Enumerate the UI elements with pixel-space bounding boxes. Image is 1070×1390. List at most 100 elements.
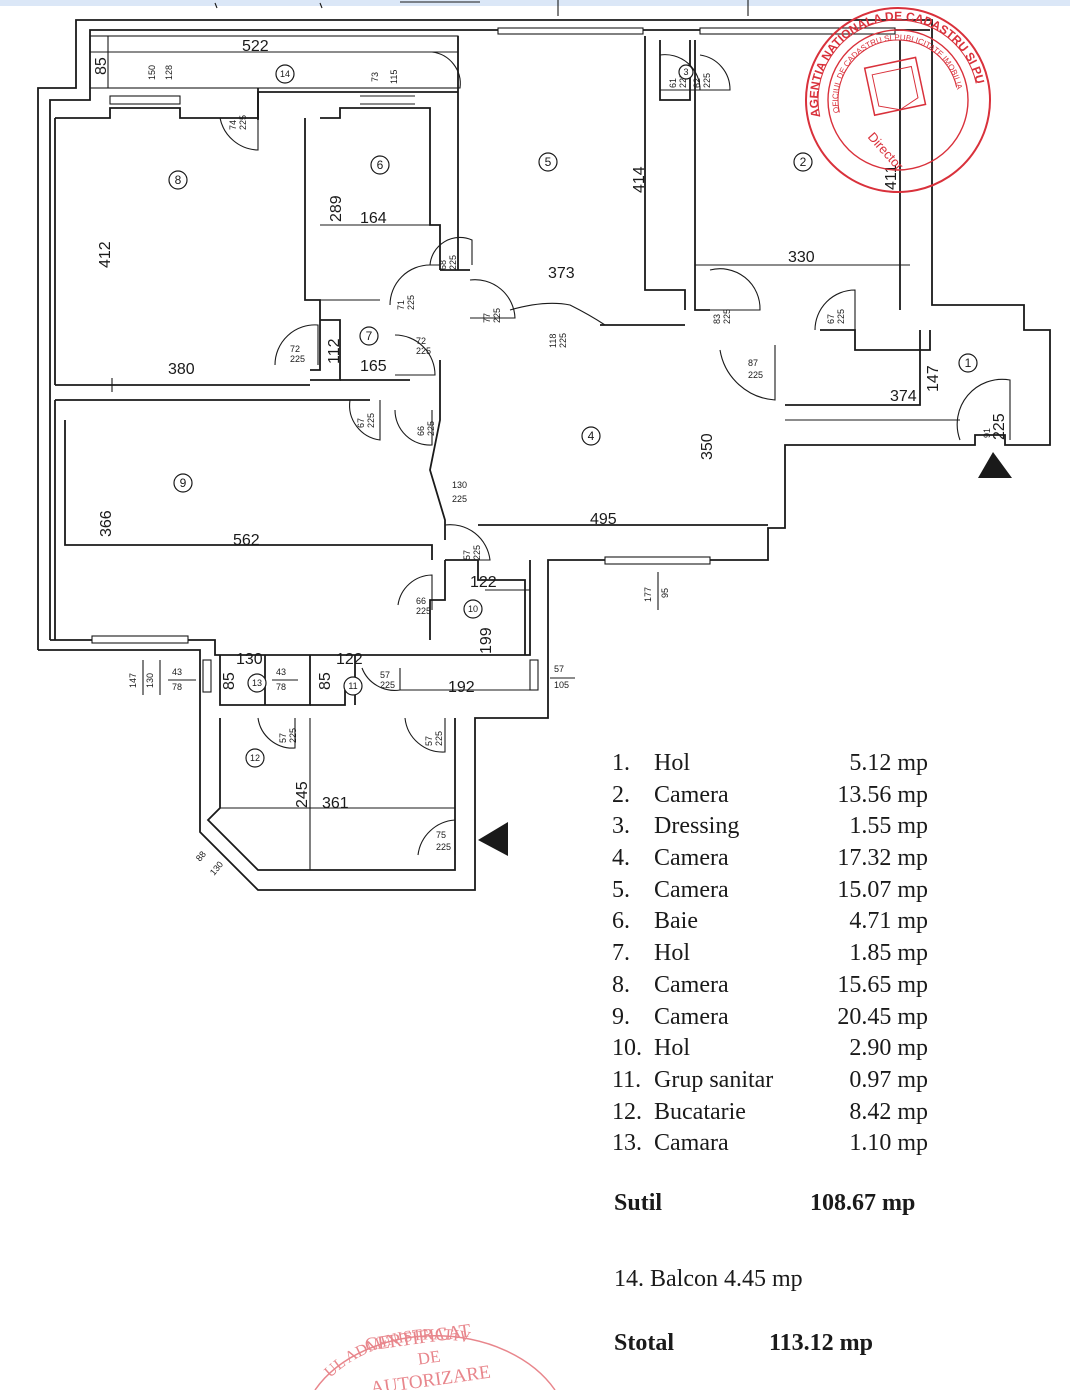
door6-w: 68 — [438, 260, 448, 270]
room-marker-10: 10 — [463, 599, 483, 619]
room-marker-2: 2 — [793, 152, 813, 172]
cadastre-stamp: AGENTIA NATIONALA DE CADASTRU SI PUBLICI… — [0, 0, 991, 290]
dim-room2-height: 411 — [883, 164, 900, 190]
svg-text:14: 14 — [280, 69, 290, 79]
dim-130b: 130 — [208, 859, 225, 877]
door9b-h: 225 — [426, 421, 436, 436]
room-marker-8: 8 — [168, 170, 188, 190]
door6-h: 225 — [448, 255, 458, 270]
door1b-h: 225 — [991, 413, 1008, 440]
dim-room9-width: 562 — [233, 532, 260, 549]
door12b-h: 225 — [434, 731, 444, 746]
door-swings — [219, 51, 1011, 856]
legend-row-area: 17.32 mp — [837, 845, 928, 872]
legend-row-number: 8. — [612, 971, 630, 998]
legend-row-area: 2.90 mp — [849, 1035, 928, 1062]
dim-room7-width: 165 — [360, 358, 387, 375]
door3b-w: 62 — [692, 78, 702, 88]
svg-text:9: 9 — [180, 476, 187, 490]
door9b-w: 66 — [416, 426, 426, 436]
door-ext-w: 75 — [436, 830, 446, 840]
door11-h: 225 — [380, 680, 395, 690]
legend-row-number: 3. — [612, 813, 630, 840]
top-bar — [0, 0, 1070, 6]
door5b-h: 225 — [492, 308, 502, 323]
dim-room1-width: 374 — [890, 388, 917, 405]
dim-78-b: 78 — [276, 682, 286, 692]
door-ext-h: 225 — [436, 842, 451, 852]
room-markers: 1 2 3 4 5 6 7 8 9 10 11 12 13 14 — [168, 64, 978, 768]
room-marker-7: 7 — [359, 326, 379, 346]
entrance-arrow-left — [478, 822, 508, 856]
dim-room8-height: 412 — [97, 241, 114, 268]
legend-row-number: 6. — [612, 908, 630, 935]
dim-85-a: 85 — [221, 672, 238, 690]
legend-row-number: 7. — [612, 940, 630, 967]
interior-walls — [54, 36, 960, 871]
door10b-h: 225 — [416, 606, 431, 616]
door12a-h: 225 — [288, 728, 298, 743]
svg-text:8: 8 — [175, 173, 182, 187]
room-marker-3: 3 — [678, 64, 694, 80]
legend-row-name: Hol — [654, 1035, 690, 1062]
dim-57: 57 — [554, 664, 564, 674]
svg-text:11: 11 — [348, 681, 357, 691]
dim-room13-width: 130 — [236, 651, 263, 668]
windows — [91, 27, 896, 693]
authorization-stamp: UL ADMINISTRATIV CERTIFICAT DE AUTORIZAR… — [314, 1320, 556, 1390]
dim-top-balcony-width: 522 — [242, 38, 269, 55]
dim-balcony-h-e: 115 — [389, 70, 399, 84]
door4main-w: 130 — [452, 480, 467, 490]
legend-row-area: 1.55 mp — [849, 813, 928, 840]
legend-row-area: 4.71 mp — [849, 908, 928, 935]
room-marker-5: 5 — [538, 152, 558, 172]
legend-row-number: 4. — [612, 845, 630, 872]
legend-row-area: 1.85 mp — [849, 940, 928, 967]
door9a-w: 67 — [356, 418, 366, 428]
dim-room1-height: 147 — [925, 365, 942, 392]
svg-text:2: 2 — [800, 155, 807, 169]
dim-balcony-h-c: 128 — [164, 65, 174, 80]
dim-room12-width: 361 — [322, 795, 349, 812]
stamp-inner-text: OFICIUL DE CADASTRU SI PUBLICITATE IMOBI… — [0, 0, 964, 290]
legend-row-area: 15.65 mp — [837, 971, 928, 998]
dim-room9-height: 366 — [98, 510, 115, 537]
stotal-row: Stotal 113.12 mp — [614, 1330, 873, 1357]
door4main-h: 225 — [452, 494, 467, 504]
dim-95: 95 — [660, 588, 670, 598]
legend-row: 4. Camera 17.32 mp — [612, 843, 952, 875]
legend-row-number: 10. — [612, 1035, 642, 1062]
door14-w: 74 — [228, 120, 238, 130]
dim-hall10-width: 122 — [470, 574, 497, 591]
legend-row-name: Baie — [654, 908, 698, 935]
door14-h: 225 — [238, 115, 248, 130]
dim-balcony-h-b: 150 — [147, 65, 157, 80]
legend-row-name: Camera — [654, 845, 729, 872]
dim-room6-width: 164 — [360, 210, 387, 227]
dim-43-a: 43 — [172, 667, 182, 677]
door5b-w: 77 — [482, 313, 492, 323]
room-marker-14: 14 — [275, 64, 295, 84]
legend-row-name: Hol — [654, 750, 690, 776]
dim-room11-width: 122 — [336, 651, 363, 668]
dim-hall10-bottom: 192 — [448, 679, 475, 696]
door5a-w: 71 — [396, 300, 406, 310]
door3b-h: 225 — [702, 73, 712, 88]
svg-text:OFICIUL DE CADASTRU SI PUBLICI: OFICIUL DE CADASTRU SI PUBLICITATE IMOBI… — [0, 0, 964, 290]
svg-text:5: 5 — [545, 155, 552, 169]
door11-w: 57 — [380, 670, 390, 680]
dim-room2-width: 330 — [788, 249, 815, 266]
door7b-w: 72 — [416, 336, 426, 346]
legend-row-number: 9. — [612, 1003, 630, 1030]
legend-row-area: 13.56 mp — [837, 781, 928, 808]
legend-row-area: 5.12 mp — [849, 750, 928, 776]
dim-147: 147 — [128, 673, 138, 688]
